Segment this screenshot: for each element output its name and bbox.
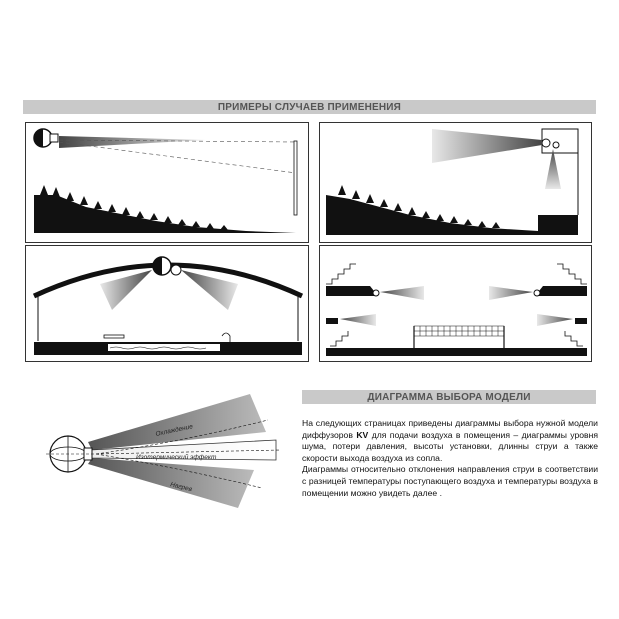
- example-tribune-ceiling: [319, 122, 592, 243]
- nozzle-icon: [33, 128, 59, 148]
- cooling-jet: [88, 394, 266, 450]
- tribune-ceiling-illustration: [326, 128, 579, 235]
- section-title: ДИАГРАММА ВЫБОРА МОДЕЛИ: [367, 391, 531, 403]
- example-sports-hall: [319, 245, 592, 362]
- example-pool-hall: [25, 245, 309, 362]
- volleyball-net: [413, 325, 505, 348]
- example-tribune: [25, 122, 309, 243]
- nozzle-icon: [152, 256, 182, 276]
- description-paragraph: На следующих страницах приведены диаграм…: [302, 418, 599, 463]
- nozzle-icon: [46, 435, 96, 473]
- heating-jet: [88, 458, 254, 508]
- air-jet-down: [545, 149, 561, 189]
- pool-hall-illustration: [32, 256, 304, 355]
- spectators: [40, 185, 228, 230]
- description-paragraph: Диаграммы относительно отклонения направ…: [302, 464, 598, 498]
- tribune-illustration: [33, 128, 298, 233]
- isothermal-label: Изотермический эффект: [136, 453, 217, 461]
- air-jet-right: [181, 270, 238, 310]
- air-jet: [59, 136, 206, 148]
- air-jet: [432, 129, 542, 163]
- tribune: [326, 195, 578, 235]
- air-jet-left: [100, 270, 152, 310]
- section-title: ПРИМЕРЫ СЛУЧАЕВ ПРИМЕНЕНИЯ: [217, 101, 402, 113]
- section-header-model-selection: ДИАГРАММА ВЫБОРА МОДЕЛИ: [302, 390, 596, 404]
- sports-hall-illustration: [326, 263, 587, 356]
- tribune: [34, 195, 296, 233]
- model-description: На следующих страницах приведены диаграм…: [302, 418, 598, 499]
- section-header-application-examples: ПРИМЕРЫ СЛУЧАЕВ ПРИМЕНЕНИЯ: [23, 100, 596, 114]
- brand-name: KV: [356, 429, 369, 440]
- jet-deflection-diagram: Охлаждение Изотермический эффект Нагрев: [40, 390, 302, 520]
